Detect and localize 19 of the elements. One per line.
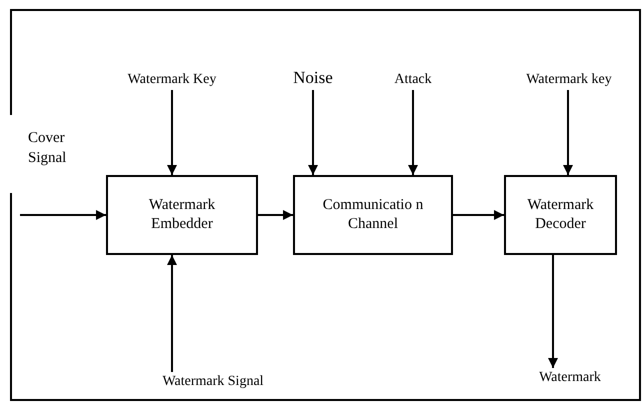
arrow	[548, 255, 558, 368]
signal-label: Attack	[378, 70, 448, 90]
process-box: Watermark Decoder	[504, 175, 617, 255]
signal-label: Watermark Signal	[138, 372, 288, 392]
arrow	[308, 90, 318, 175]
edge-label: Cover Signal	[28, 129, 68, 168]
process-box: Watermark Embedder	[106, 175, 258, 255]
arrow	[408, 90, 418, 175]
arrow	[563, 90, 573, 175]
arrow	[20, 210, 106, 220]
arrow	[167, 255, 177, 372]
signal-label: Watermark Key	[112, 70, 232, 90]
arrow	[167, 90, 177, 175]
process-box: Communicatio n Channel	[293, 175, 453, 255]
arrow	[258, 210, 293, 220]
signal-label: Noise	[283, 68, 343, 90]
signal-label: Watermark	[520, 368, 620, 388]
signal-label: Watermark key	[513, 70, 625, 90]
arrow	[453, 210, 504, 220]
